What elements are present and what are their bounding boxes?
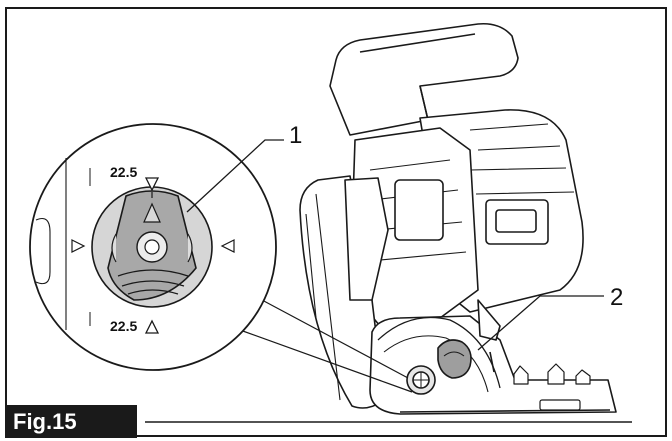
callout-2-leader [477,295,604,351]
figure-label: Fig.15 [5,405,137,438]
scale-label-top: 22.5 [110,164,138,180]
callout-1-leader [186,139,284,213]
magnified-inset [29,123,413,393]
callout-2: 2 [610,284,624,311]
scale-label-bottom: 22.5 [110,318,138,334]
callout-1: 1 [289,122,303,149]
circular-saw [299,22,617,415]
